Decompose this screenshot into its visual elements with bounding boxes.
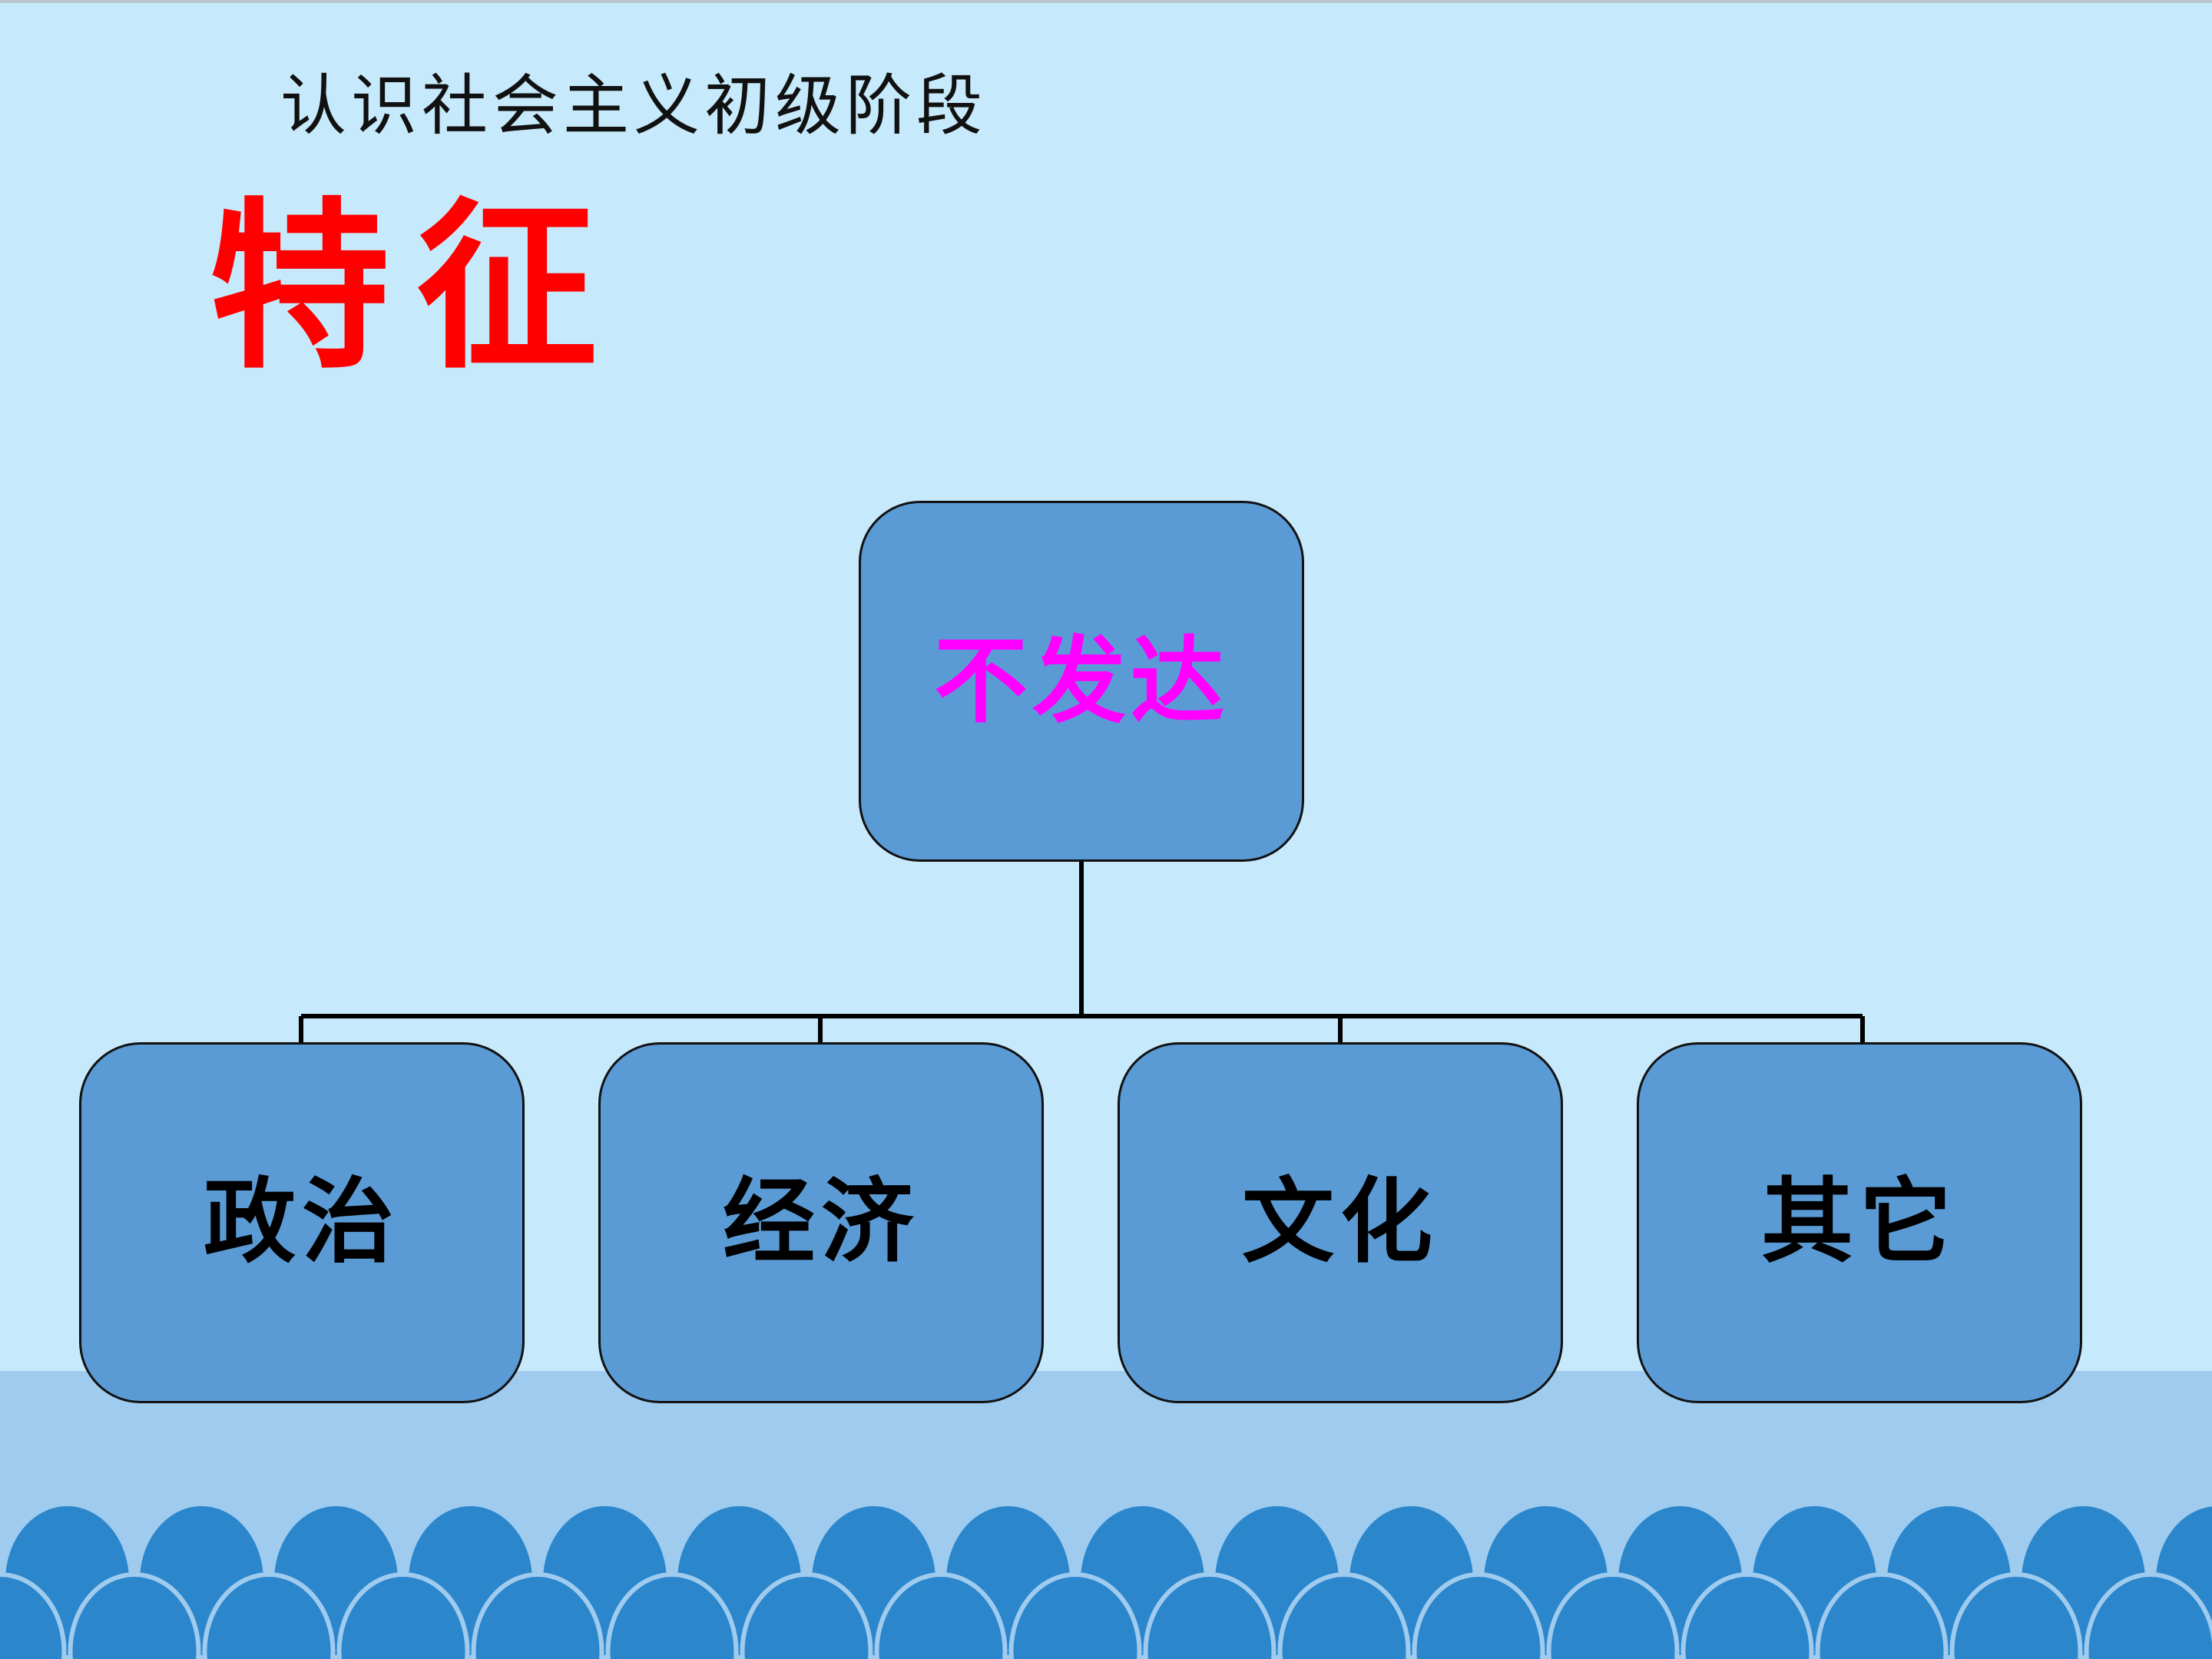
- wave-pattern: [0, 1502, 2212, 1659]
- wave-scallop: [336, 1572, 470, 1659]
- wave-scallop: [1143, 1572, 1277, 1659]
- slide-subtitle: 认识社会主义初级阶段: [280, 68, 987, 144]
- node-child-economy: 经济: [598, 1042, 1044, 1403]
- node-child-other: 其它: [1637, 1042, 2082, 1403]
- wave-scallop: [874, 1572, 1008, 1659]
- node-child-label: 文化: [1242, 1169, 1439, 1276]
- wave-scallop: [2084, 1572, 2212, 1659]
- wave-scallop: [1681, 1572, 1814, 1659]
- wave-scallop: [1815, 1572, 1949, 1659]
- wave-scallop: [740, 1572, 873, 1659]
- node-child-culture: 文化: [1118, 1042, 1563, 1403]
- wave-scallop: [1949, 1572, 2083, 1659]
- node-child-politics: 政治: [79, 1042, 525, 1403]
- wave-scallop: [605, 1572, 739, 1659]
- top-rule: [0, 0, 2212, 3]
- wave-scallop: [1546, 1572, 1680, 1659]
- wave-scallop: [68, 1572, 201, 1659]
- node-child-label: 其它: [1761, 1169, 1958, 1276]
- wave-scallop: [1412, 1572, 1545, 1659]
- wave-scallop: [1277, 1572, 1411, 1659]
- wave-scallop: [0, 1572, 67, 1659]
- wave-scallop: [1008, 1572, 1142, 1659]
- wave-scallop: [471, 1572, 604, 1659]
- node-child-label: 政治: [204, 1169, 400, 1276]
- node-root-label: 不发达: [934, 627, 1229, 736]
- node-root: 不发达: [859, 501, 1304, 862]
- slide-title: 特征: [209, 180, 624, 393]
- wave-scallop: [202, 1572, 336, 1659]
- node-child-label: 经济: [723, 1169, 919, 1276]
